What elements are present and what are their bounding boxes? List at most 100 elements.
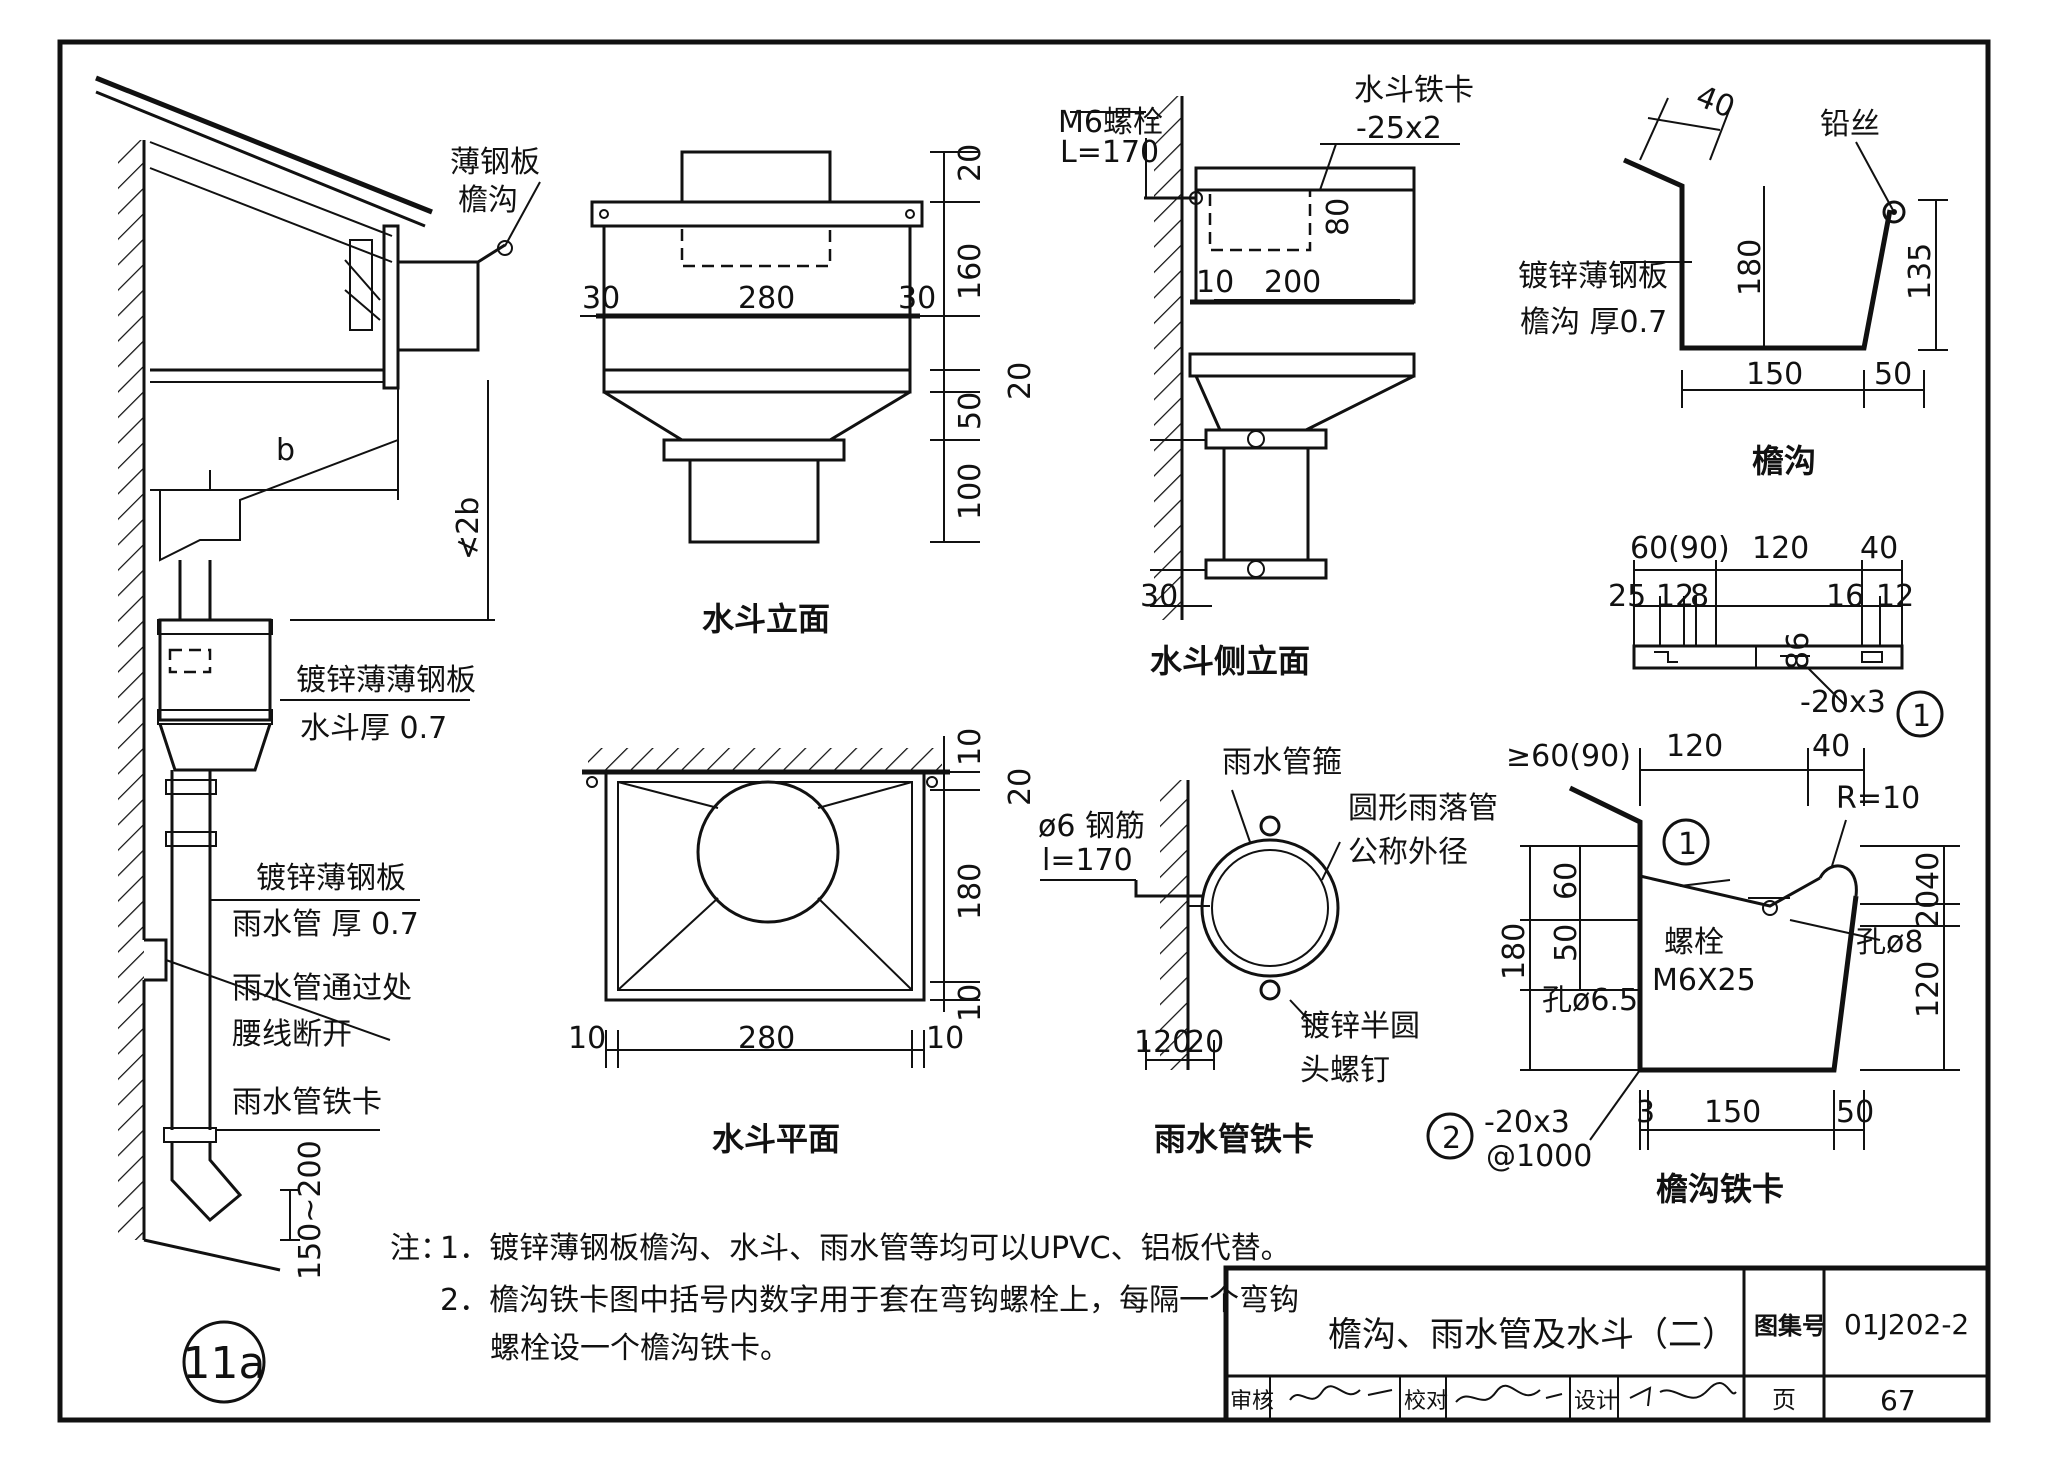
dim-50-bottom: 50 <box>1836 1095 1874 1130</box>
label-waist-break1: 雨水管通过处 <box>232 971 412 1006</box>
dim-86: 86 <box>1781 632 1816 670</box>
label-waist-break2: 腰线断开 <box>232 1017 352 1052</box>
dim-150: 150 <box>1704 1095 1761 1130</box>
dim-30: 30 <box>1140 579 1178 614</box>
label-m6-bolt: M6螺栓 <box>1058 105 1163 140</box>
label-hole-8: 孔ø8 <box>1856 925 1923 960</box>
label-bolt-length: L=170 <box>1060 135 1159 170</box>
dim-30-right: 30 <box>898 281 936 316</box>
dim-r10: R=10 <box>1836 781 1920 816</box>
label-clamp-spec: -20x3 <box>1484 1105 1570 1140</box>
label-gutter-material: 镀锌薄钢板 <box>1518 259 1668 294</box>
hopper-plan: 10 20 180 10 10 280 10 水斗平面 <box>568 728 1038 1158</box>
dim-60: 60 <box>1549 862 1584 900</box>
notes-prefix: 注： <box>390 1231 450 1266</box>
page-label: 页 <box>1772 1386 1796 1414</box>
strap-1-detail: 60(90) 120 40 25 12 8 16 12 86 -20x3 1 <box>1608 531 1944 738</box>
label-clamp-spacing: @1000 <box>1486 1139 1592 1174</box>
label-strap-size: -25x2 <box>1356 111 1442 146</box>
dim-280: 280 <box>738 1021 795 1056</box>
design-label: 设计 <box>1574 1389 1618 1414</box>
dim-30-left: 30 <box>582 281 620 316</box>
dim-3: 3 <box>1636 1095 1655 1130</box>
label-strap-spec: -20x3 <box>1800 685 1886 720</box>
detail-number: 11a <box>183 1338 266 1389</box>
dim-25: 25 <box>1608 579 1646 614</box>
gutter-section: 40 铅丝 镀锌薄钢板 檐沟 厚0.7 180 135 150 50 檐沟 <box>1518 79 1948 480</box>
label-hopper-material: 镀锌薄薄钢板 <box>296 663 476 698</box>
dim-10-bottom: 10 <box>953 984 988 1022</box>
note-2-cont: 螺栓设一个檐沟铁卡。 <box>490 1331 790 1366</box>
dim-180: 180 <box>1497 923 1532 980</box>
label-hopper-strap: 水斗铁卡 <box>1354 73 1474 108</box>
dim-40: 40 <box>1691 79 1740 126</box>
dim-10: 10 <box>1196 265 1234 300</box>
dim-150-200: 150~200 <box>293 1140 328 1280</box>
dim-b: b <box>276 433 295 468</box>
atlas-label: 图集号 <box>1754 1312 1826 1340</box>
dim-120-right: 120 <box>1911 961 1946 1018</box>
dim-40: 40 <box>1860 531 1898 566</box>
title-gutter: 檐沟 <box>1752 442 1816 480</box>
mark-1: 1 <box>1678 827 1697 862</box>
label-lead-wire: 铅丝 <box>1820 107 1880 142</box>
dim-50: 50 <box>1874 357 1912 392</box>
sheet-border <box>57 39 1991 1423</box>
dim-100: 100 <box>953 463 988 520</box>
page-number: 67 <box>1880 1384 1916 1417</box>
title-hopper-side: 水斗侧立面 <box>1150 642 1310 680</box>
dim-2b: ≮2b <box>451 497 486 560</box>
dim-20-mid: 20 <box>1003 362 1038 400</box>
dim-120: 120 <box>1134 1025 1191 1060</box>
dim-10-top: 10 <box>953 728 988 766</box>
label-rebar-length: l=170 <box>1042 843 1133 878</box>
dim-160: 160 <box>953 243 988 300</box>
dim-60-90: ≥60(90) <box>1506 739 1631 774</box>
dim-120: 120 <box>1666 729 1723 764</box>
signature-design <box>1629 1382 1737 1407</box>
signature-check <box>1455 1384 1563 1403</box>
title-hopper-plan: 水斗平面 <box>712 1120 840 1158</box>
drawing-title: 檐沟、雨水管及水斗（二） <box>1328 1315 1736 1355</box>
dim-120: 120 <box>1752 531 1809 566</box>
dim-12a: 12 <box>1656 579 1694 614</box>
dim-280: 280 <box>738 281 795 316</box>
label-rebar: ø6 钢筋 <box>1038 809 1145 844</box>
pipe-clamp-detail: 雨水管箍 ø6 钢筋 l=170 圆形雨落管 公称外径 镀锌半圆 头螺钉 120… <box>1038 745 1498 1158</box>
title-gutter-clamp: 檐沟铁卡 <box>1656 1170 1784 1208</box>
label-screw2: 头螺钉 <box>1300 1053 1390 1088</box>
label-nominal-od: 公称外径 <box>1348 835 1468 870</box>
signature-review <box>1289 1385 1393 1401</box>
mark-2: 2 <box>1442 1121 1461 1156</box>
label-hole-6-5: 孔ø6.5 <box>1542 983 1638 1018</box>
dim-180: 180 <box>1733 239 1768 296</box>
dim-40: 40 <box>1812 729 1850 764</box>
review-label: 审核 <box>1230 1389 1274 1414</box>
label-bolt: 螺栓 <box>1664 925 1724 960</box>
dim-20: 20 <box>1003 768 1038 806</box>
title-block: 檐沟、雨水管及水斗（二） 图集号 01J202-2 审核 校对 设计 页 67 <box>1223 1265 1991 1423</box>
label-pipe-clamp: 雨水管铁卡 <box>232 1085 382 1120</box>
dim-20: 20 <box>1186 1025 1224 1060</box>
note-1: 1．镀锌薄钢板檐沟、水斗、雨水管等均可以UPVC、铝板代替。 <box>440 1231 1291 1266</box>
dim-20-right: 20 <box>1911 890 1946 928</box>
label-gutter: 檐沟 <box>458 183 518 218</box>
detail-number-circle <box>182 1320 266 1404</box>
dim-180: 180 <box>953 863 988 920</box>
dim-200: 200 <box>1264 265 1321 300</box>
hopper-side-elevation: M6螺栓 L=170 水斗铁卡 -25x2 80 10 200 30 水斗侧立面 <box>1058 73 1474 680</box>
label-hopper-thickness: 水斗厚 0.7 <box>300 711 447 746</box>
label-gutter-thickness: 檐沟 厚0.7 <box>1520 305 1667 340</box>
hopper-elevation: 20 160 20 50 100 30 280 30 水斗立面 <box>580 144 1038 638</box>
label-round-downpipe: 圆形雨落管 <box>1348 791 1498 826</box>
dim-40-right: 40 <box>1911 852 1946 890</box>
dim-135: 135 <box>1903 243 1938 300</box>
dim-8: 8 <box>1690 579 1709 614</box>
dim-10-right: 10 <box>926 1021 964 1056</box>
dim-12b: 12 <box>1876 579 1914 614</box>
label-pipe-thickness: 雨水管 厚 0.7 <box>232 907 419 942</box>
notes: 注： 1．镀锌薄钢板檐沟、水斗、雨水管等均可以UPVC、铝板代替。 2．檐沟铁卡… <box>390 1231 1299 1366</box>
note-2: 2．檐沟铁卡图中括号内数字用于套在弯钩螺栓上，每隔一个弯钩 <box>440 1283 1299 1318</box>
check-label: 校对 <box>1404 1389 1448 1414</box>
